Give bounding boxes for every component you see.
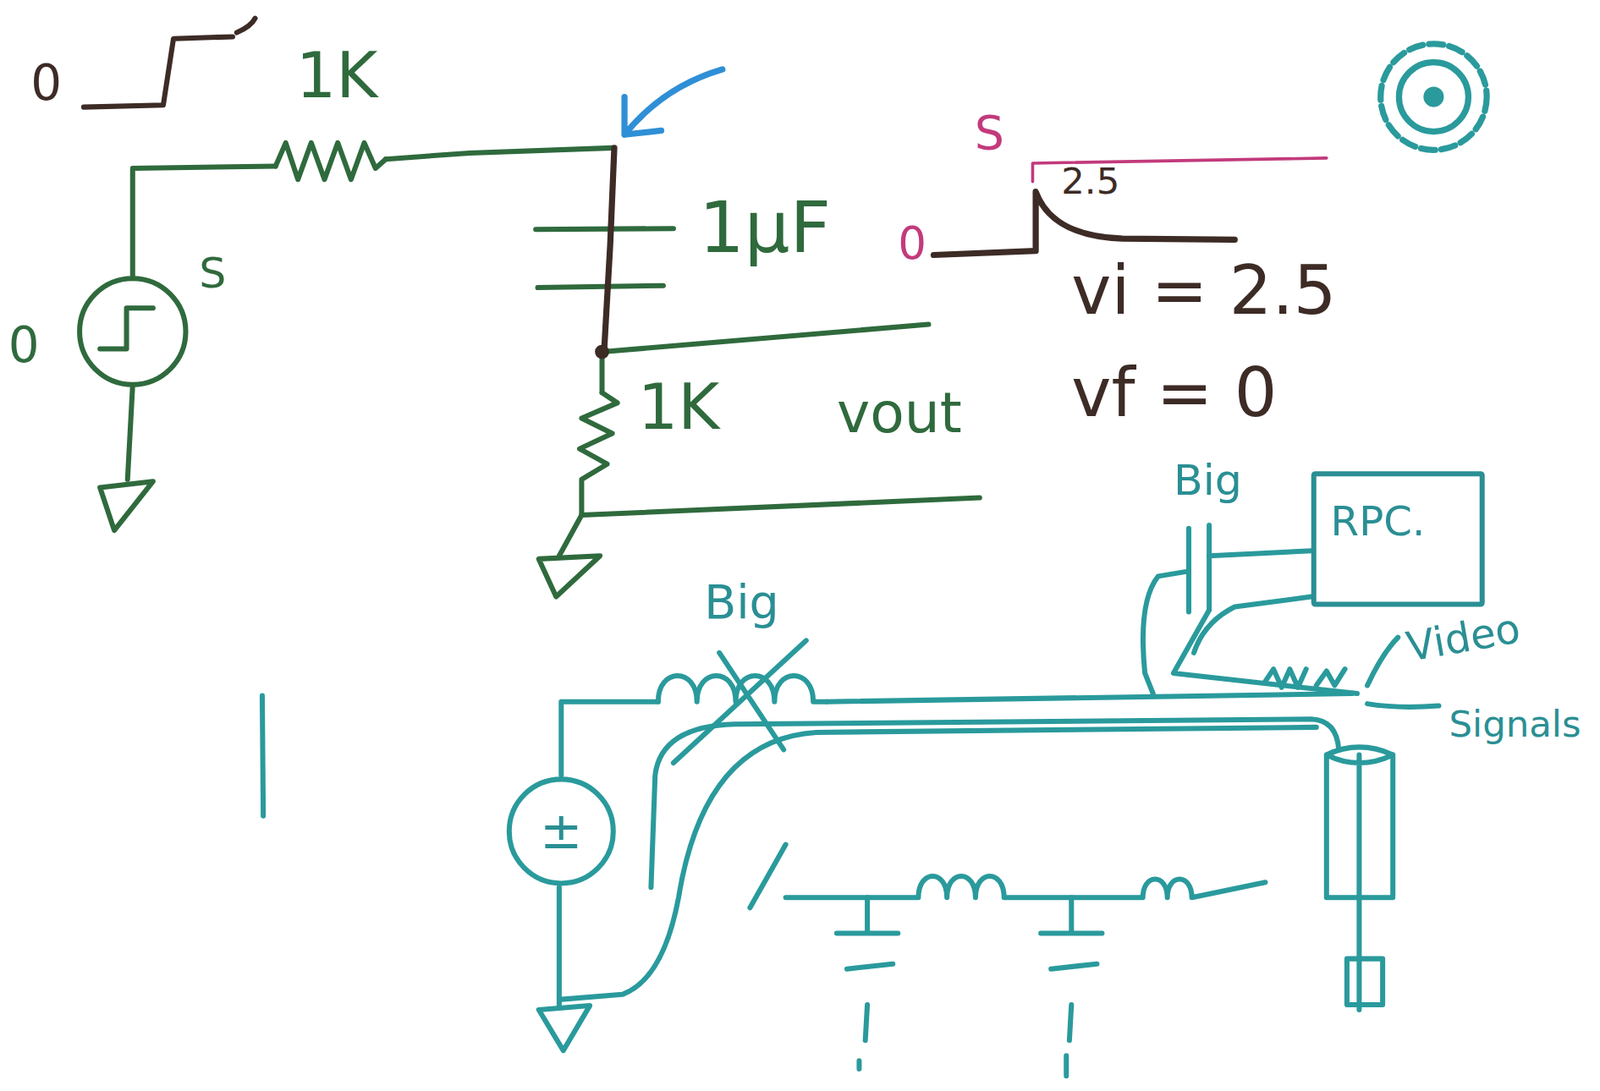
- step-symbol: [83, 18, 256, 108]
- node-text: RPC.: [1330, 499, 1466, 545]
- capacitor-symbol: [1188, 525, 1210, 613]
- device-box: RPC.: [1311, 471, 1485, 607]
- wire: [127, 385, 133, 480]
- equation: vf = 0: [1071, 357, 1277, 432]
- level-value: 0: [897, 219, 927, 269]
- level-value: 2.5: [1061, 161, 1120, 203]
- resistor-symbol: [275, 142, 386, 180]
- source-outline: [509, 779, 614, 884]
- mark: [262, 695, 264, 816]
- node-text: ±: [539, 803, 583, 860]
- coax-connector: [1326, 747, 1393, 1011]
- level-value: 0: [8, 318, 40, 373]
- level-value: 0: [30, 55, 62, 110]
- wire: [560, 702, 659, 776]
- junction-dot: [594, 345, 610, 360]
- component-note: Big: [703, 576, 780, 628]
- level-value: S: [974, 107, 1005, 160]
- capacitor-symbol: [535, 228, 674, 288]
- component-note: Big: [1173, 456, 1243, 505]
- gear-symbol: [1380, 43, 1487, 150]
- ground-symbol: [538, 555, 600, 597]
- signal-name: Video: [1402, 605, 1524, 671]
- equation: vi = 2.5: [1071, 254, 1337, 330]
- resistor-symbol: [579, 392, 618, 516]
- gear-symbol: [1426, 89, 1441, 105]
- signal-name: vout: [836, 382, 963, 445]
- capacitor-symbol: [836, 897, 898, 1070]
- cable: [650, 719, 1339, 888]
- voltage-source: ±: [505, 775, 618, 889]
- wire: [385, 148, 613, 160]
- component-value: 1K: [637, 372, 721, 442]
- component-value: 1K: [296, 40, 379, 110]
- capacitor-symbol: [1040, 897, 1102, 1077]
- step-source: [79, 278, 186, 385]
- pointer-arrow: [624, 69, 723, 135]
- filter-ladder: [749, 845, 1265, 909]
- level-value: S: [198, 249, 226, 297]
- component-value: 1μF: [698, 188, 831, 268]
- wire-highlight: [604, 148, 615, 352]
- signal-name: Signals: [1449, 703, 1582, 745]
- ground-symbol: [99, 481, 154, 531]
- cable-shield: [559, 727, 1317, 1001]
- wire: [826, 693, 1353, 703]
- gear-symbol: [1380, 43, 1487, 150]
- ground-symbol: [538, 887, 590, 1051]
- gear-symbol: [1398, 62, 1469, 132]
- wire: [559, 498, 980, 557]
- step-symbol: [99, 307, 154, 349]
- strike-mark: [673, 640, 807, 764]
